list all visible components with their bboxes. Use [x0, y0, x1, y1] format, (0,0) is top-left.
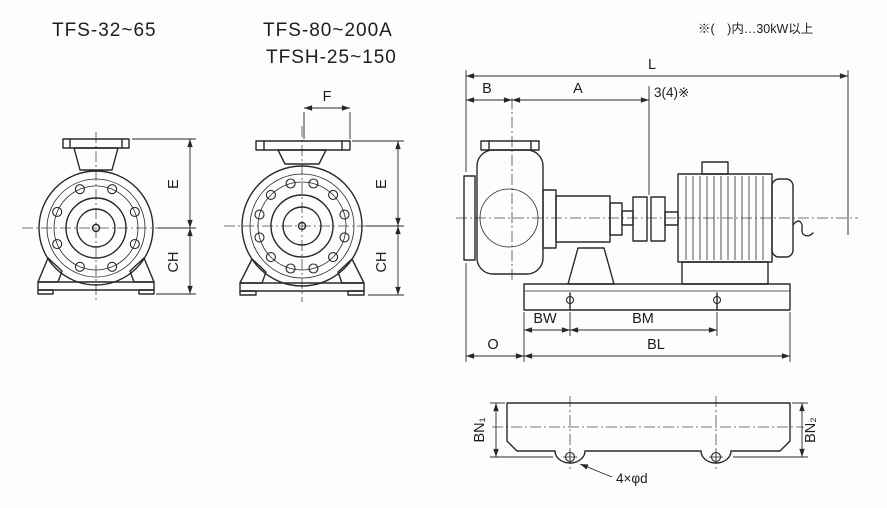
- casing-cover: [542, 189, 557, 249]
- dim-bw: BW: [533, 311, 557, 327]
- dim-bn1: BN₁: [472, 417, 488, 442]
- flange-bolts: [254, 178, 350, 274]
- bolt-hole-note: 4×φd: [616, 471, 648, 486]
- front-view-large-dimensions: F E CH: [303, 89, 404, 296]
- shaft-center: [91, 223, 101, 233]
- coupling-motor-half: [650, 196, 666, 242]
- flange-neck: [277, 149, 327, 165]
- dim-ch-large: CH: [374, 252, 390, 273]
- motor-fins: [685, 176, 764, 260]
- side-view-dimensions: L B A 3(4)※ BW BM O BL: [465, 57, 849, 362]
- front-view-large: [224, 126, 380, 302]
- note-label: ※( )内…30kW以上: [698, 22, 813, 36]
- base: [239, 282, 365, 292]
- motor-feet: [681, 261, 769, 285]
- bearing-housing: [555, 195, 611, 243]
- lifting-lug: [701, 161, 729, 175]
- dim-l: L: [648, 57, 656, 73]
- dim-e-small: E: [166, 179, 182, 189]
- casing-outer-circle: [241, 165, 363, 287]
- plan-view: BN₁ BN₂ 4×φd: [472, 396, 819, 486]
- base: [37, 281, 155, 291]
- dim-e-large: E: [374, 179, 390, 189]
- coupling-pump-half: [632, 196, 648, 242]
- model-range-3-label: TFSH-25~150: [266, 47, 397, 68]
- bolt-circle: [53, 185, 139, 271]
- flange-neck: [73, 147, 119, 171]
- top-flange: [255, 140, 351, 151]
- dim-coupling-gap: 3(4)※: [654, 85, 689, 100]
- model-range-2-label: TFS-80~200A: [263, 20, 393, 41]
- motor-shaft: [664, 211, 679, 226]
- dim-bl: BL: [647, 337, 665, 353]
- shaft-center: [297, 221, 307, 231]
- bolt-circle: [257, 181, 347, 271]
- volute-casing: [476, 149, 544, 275]
- front-view-small: [22, 132, 170, 300]
- casing-outer-circle: [38, 170, 154, 286]
- dim-bm: BM: [632, 311, 654, 327]
- dim-bn2: BN₂: [803, 417, 819, 443]
- model-range-1-label: TFS-32~65: [52, 20, 157, 41]
- baseplate: [523, 283, 791, 311]
- anchor-bolt-right: [712, 295, 722, 305]
- side-view: [456, 98, 858, 311]
- dim-a: A: [573, 81, 583, 97]
- suction-flange: [463, 175, 476, 261]
- power-cable: [792, 220, 814, 237]
- fan-cover: [771, 178, 794, 258]
- dim-b: B: [482, 81, 492, 97]
- dim-f-large: F: [323, 89, 332, 105]
- dim-ch-small: CH: [166, 252, 182, 273]
- support-leg: [567, 247, 615, 285]
- front-view-small-dimensions: E CH: [132, 138, 196, 295]
- dim-o: O: [487, 337, 498, 353]
- baseplate-outline: [506, 402, 791, 464]
- anchor-bolt-left: [565, 295, 575, 305]
- flange-bolts: [52, 184, 140, 272]
